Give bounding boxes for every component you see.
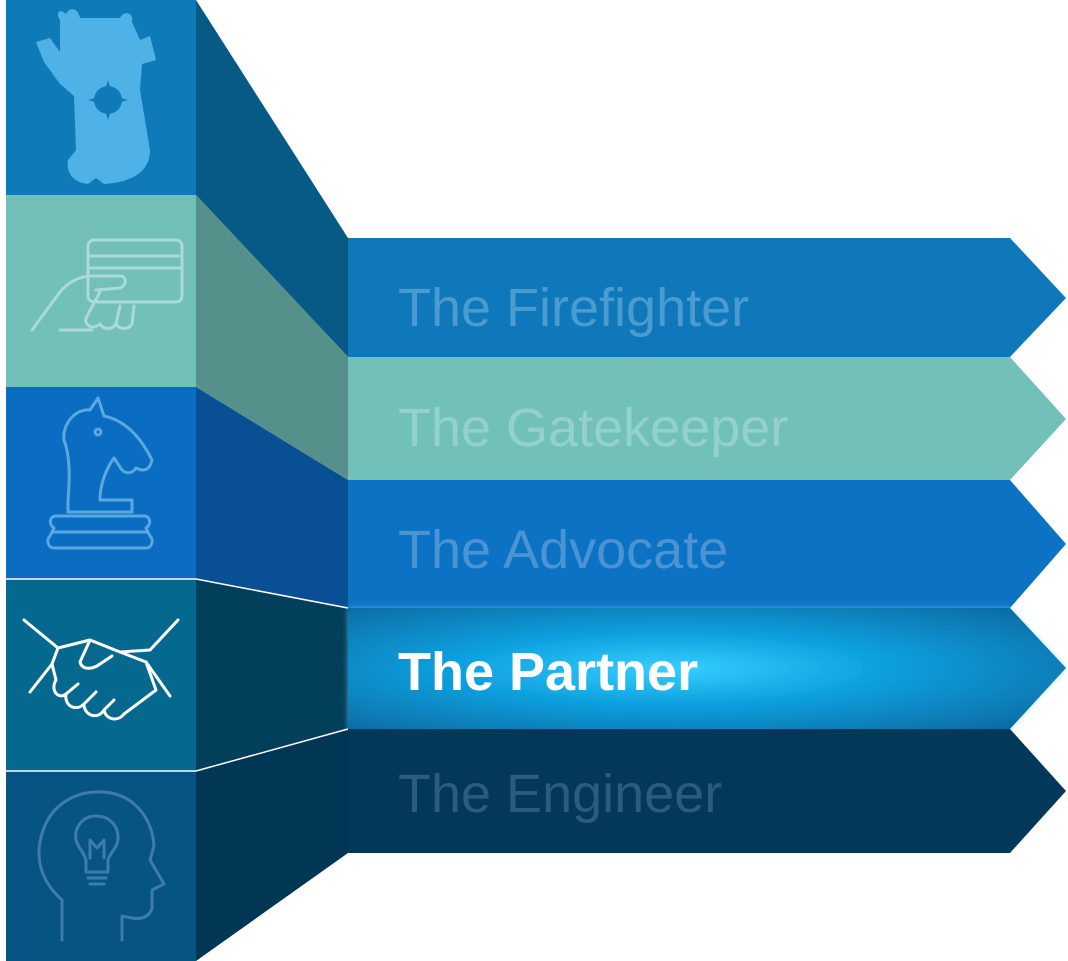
hand-card-icon [30,238,184,332]
head-lightbulb-icon [37,790,166,942]
role-label-gatekeeper: The Gatekeeper [398,398,788,458]
tile-partner [6,579,196,771]
banner-engineer[interactable] [348,729,1066,853]
role-label-firefighter: The Firefighter [398,278,749,338]
role-label-partner: The Partner [398,642,698,702]
banner-gatekeeper[interactable] [348,357,1066,480]
fold-firefighter [196,0,348,357]
chess-knight-icon [46,396,154,550]
fold-advocate [196,387,348,608]
fold-engineer [196,729,348,961]
banner-advocate[interactable] [348,480,1066,608]
tile-engineer [6,771,196,961]
divider-top [6,578,349,609]
divider-bottom [6,728,349,772]
banner-partner[interactable] [348,608,1066,729]
handshake-icon [22,618,180,721]
fold-gatekeeper [196,195,348,480]
banner-firefighter[interactable] [348,238,1066,357]
firefighter-icon [36,9,156,184]
role-label-advocate: The Advocate [398,520,728,580]
role-label-engineer: The Engineer [398,764,722,824]
fold-partner [196,579,348,771]
